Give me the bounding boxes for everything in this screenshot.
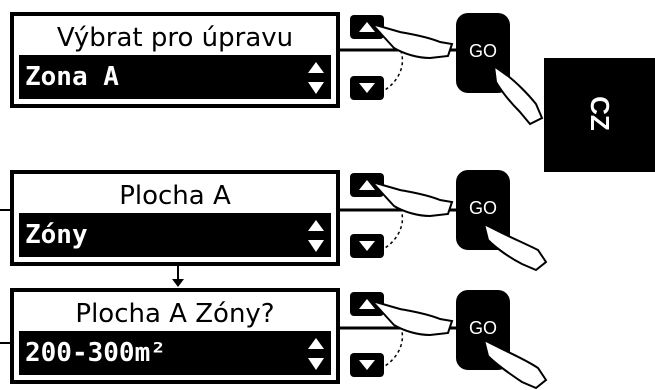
- display-title-2: Plocha A: [119, 181, 231, 211]
- hand-pointer-icon: [492, 63, 544, 126]
- up-arrow-icon: [359, 180, 375, 190]
- go-label-3: GO: [468, 318, 497, 338]
- down-button-1[interactable]: [350, 76, 384, 100]
- down-button-3[interactable]: [350, 353, 384, 377]
- down-arrow-icon: [359, 360, 375, 370]
- display-title-3: Plocha A Zóny?: [75, 299, 275, 329]
- up-arrow-icon: [359, 22, 375, 32]
- down-arrow-icon: [172, 279, 184, 287]
- display-value-bar-1: Zona A: [19, 55, 331, 99]
- display-screen-1: Výbrat pro úpravu Zona A: [10, 12, 340, 108]
- go-label-1: GO: [468, 41, 497, 61]
- display-value-bar-3: 200-300m²: [19, 331, 331, 375]
- hand-pointer-icon: [482, 222, 548, 272]
- down-button-2[interactable]: [350, 234, 384, 258]
- display-value-bar-2: Zóny: [19, 213, 331, 257]
- up-arrow-icon: [359, 299, 375, 309]
- down-arrow-icon: [359, 83, 375, 93]
- down-arrow-icon: [359, 241, 375, 251]
- hand-pointer-icon: [368, 299, 454, 337]
- display-value-1: Zona A: [25, 62, 119, 92]
- scroll-arrows-icon: [308, 338, 324, 370]
- display-title-1: Výbrat pro úpravu: [56, 23, 294, 53]
- go-label-2: GO: [468, 198, 497, 218]
- display-value-2: Zóny: [25, 220, 88, 250]
- scroll-arrows-icon: [308, 62, 324, 94]
- scroll-arrows-icon: [308, 220, 324, 252]
- display-screen-3: Plocha A Zóny? 200-300m²: [10, 288, 340, 384]
- hand-pointer-icon: [368, 180, 454, 218]
- display-value-3: 200-300m²: [25, 338, 166, 368]
- language-tab: CZ: [544, 58, 655, 172]
- hand-pointer-icon: [368, 22, 454, 60]
- display-screen-2: Plocha A Zóny: [10, 170, 340, 266]
- hand-pointer-icon: [482, 338, 548, 390]
